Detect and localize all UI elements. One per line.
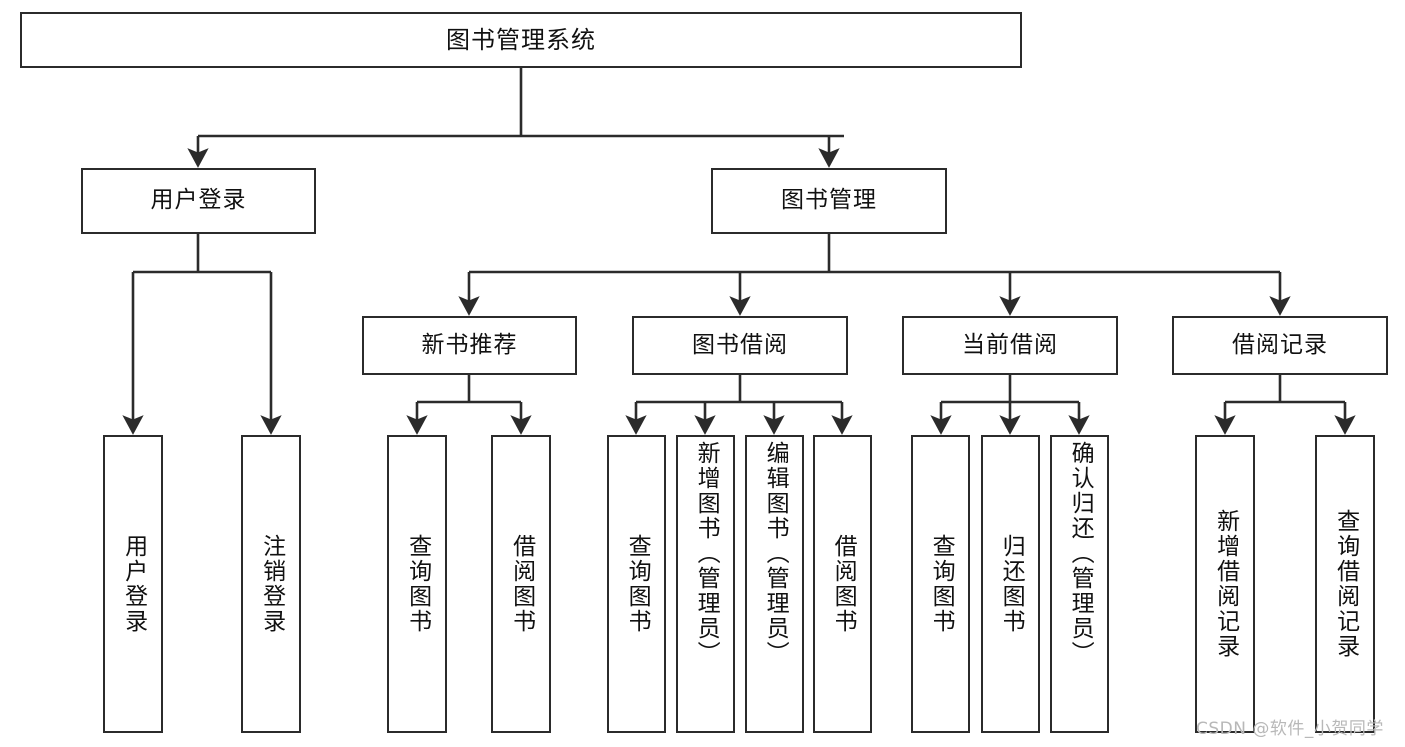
node-label: 图书借阅	[692, 331, 788, 358]
node-label: 编辑图书（管理员）	[762, 441, 789, 666]
node-borrow-record[interactable]: 借阅记录	[1172, 316, 1388, 375]
leaf-add-record[interactable]: 新增借阅记录	[1195, 435, 1255, 733]
leaf-query-book-2[interactable]: 查询图书	[607, 435, 666, 733]
node-label: 查询借阅记录	[1332, 509, 1359, 659]
leaf-edit-book[interactable]: 编辑图书（管理员）	[745, 435, 804, 733]
node-book-management[interactable]: 图书管理	[711, 168, 947, 234]
node-label: 图书管理系统	[446, 25, 596, 54]
node-label: 新书推荐	[421, 331, 518, 358]
leaf-return-book[interactable]: 归还图书	[981, 435, 1040, 733]
node-label: 注销登录	[258, 534, 285, 634]
node-label: 借阅记录	[1232, 331, 1328, 358]
node-label: 用户登录	[150, 187, 247, 214]
leaf-user-login[interactable]: 用户登录	[103, 435, 163, 733]
node-label: 确认归还（管理员）	[1067, 441, 1094, 666]
node-new-book-recommend[interactable]: 新书推荐	[362, 316, 577, 375]
leaf-confirm-return[interactable]: 确认归还（管理员）	[1050, 435, 1109, 733]
leaf-logout-login[interactable]: 注销登录	[241, 435, 301, 733]
node-label: 借阅图书	[830, 534, 857, 634]
node-label: 用户登录	[120, 534, 147, 634]
node-current-borrow[interactable]: 当前借阅	[902, 316, 1118, 375]
node-label: 新增图书（管理员）	[693, 441, 720, 666]
node-label: 图书管理	[781, 187, 877, 214]
node-label: 新增借阅记录	[1212, 509, 1239, 659]
leaf-add-book[interactable]: 新增图书（管理员）	[676, 435, 735, 733]
leaf-query-book-3[interactable]: 查询图书	[911, 435, 970, 733]
node-label: 当前借阅	[962, 331, 1058, 358]
node-label: 查询图书	[928, 534, 955, 634]
node-user-login[interactable]: 用户登录	[81, 168, 316, 234]
node-book-management-system[interactable]: 图书管理系统	[20, 12, 1022, 68]
node-label: 查询图书	[404, 534, 431, 634]
node-book-borrow[interactable]: 图书借阅	[632, 316, 848, 375]
node-label: 查询图书	[624, 534, 651, 634]
csdn-watermark: CSDN @软件_小贺同学	[1196, 719, 1384, 739]
leaf-query-record[interactable]: 查询借阅记录	[1315, 435, 1375, 733]
node-label: 归还图书	[998, 534, 1025, 634]
leaf-borrow-book-1[interactable]: 借阅图书	[491, 435, 551, 733]
leaf-query-book-1[interactable]: 查询图书	[387, 435, 447, 733]
leaf-borrow-book-2[interactable]: 借阅图书	[813, 435, 872, 733]
node-label: 借阅图书	[508, 534, 535, 634]
